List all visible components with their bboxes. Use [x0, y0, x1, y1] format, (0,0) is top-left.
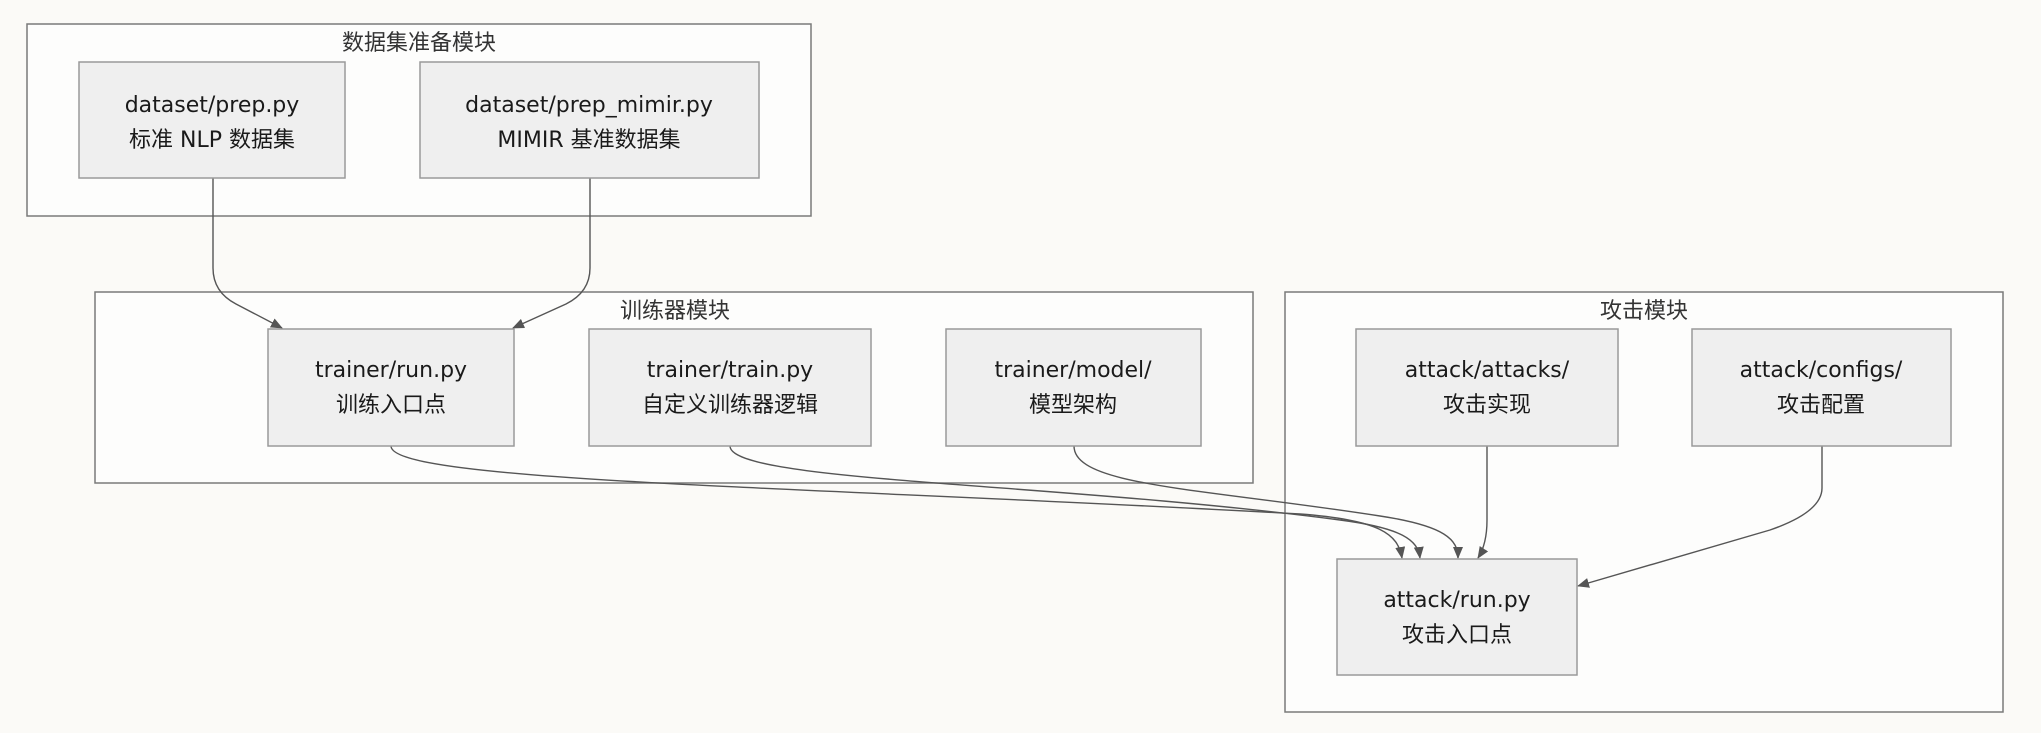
- node-dataset-prep-mimir[interactable]: dataset/prep_mimir.py MIMIR 基准数据集: [419, 61, 760, 179]
- node-trainer-model-path: trainer/model/: [994, 358, 1152, 383]
- node-attack-attacks-desc: 攻击实现: [1443, 393, 1531, 418]
- edge-prep-mimir-to-trainer-run: [512, 178, 591, 329]
- node-trainer-run[interactable]: trainer/run.py 训练入口点: [267, 328, 515, 447]
- node-attack-attacks[interactable]: attack/attacks/ 攻击实现: [1355, 328, 1619, 447]
- node-trainer-train[interactable]: trainer/train.py 自定义训练器逻辑: [588, 328, 872, 447]
- node-dataset-prep-mimir-desc: MIMIR 基准数据集: [497, 128, 680, 153]
- node-trainer-run-desc: 训练入口点: [336, 393, 446, 418]
- edge-prep-to-trainer-run: [212, 178, 283, 329]
- group-title-trainer: 训练器模块: [620, 299, 730, 324]
- node-dataset-prep[interactable]: dataset/prep.py 标准 NLP 数据集: [78, 61, 346, 179]
- node-dataset-prep-path: dataset/prep.py: [125, 93, 300, 118]
- edge-attack-configs-to-attack-run: [1577, 446, 1823, 588]
- group-title-attack: 攻击模块: [1600, 299, 1688, 324]
- edge-attack-attacks-to-attack-run: [1477, 446, 1489, 559]
- node-dataset-prep-mimir-path: dataset/prep_mimir.py: [465, 93, 713, 118]
- node-dataset-prep-desc: 标准 NLP 数据集: [129, 128, 295, 153]
- edge-trainer-run-to-attack-run: [390, 445, 1406, 559]
- edges: [212, 178, 1823, 588]
- node-trainer-train-desc: 自定义训练器逻辑: [642, 393, 818, 418]
- node-attack-run-desc: 攻击入口点: [1402, 623, 1512, 648]
- node-attack-configs-desc: 攻击配置: [1777, 393, 1865, 418]
- edge-trainer-train-to-attack-run: [729, 445, 1424, 559]
- node-trainer-train-path: trainer/train.py: [647, 358, 813, 383]
- edge-trainer-model-to-attack-run: [1073, 445, 1463, 559]
- node-attack-configs[interactable]: attack/configs/ 攻击配置: [1691, 328, 1952, 447]
- node-attack-run-path: attack/run.py: [1383, 588, 1530, 613]
- node-trainer-model-desc: 模型架构: [1029, 393, 1117, 418]
- group-title-dataset: 数据集准备模块: [342, 31, 496, 56]
- node-trainer-model[interactable]: trainer/model/ 模型架构: [945, 328, 1202, 447]
- node-attack-configs-path: attack/configs/: [1740, 358, 1903, 383]
- node-attack-run[interactable]: attack/run.py 攻击入口点: [1336, 558, 1578, 676]
- node-attack-attacks-path: attack/attacks/: [1405, 358, 1570, 383]
- node-trainer-run-path: trainer/run.py: [315, 358, 467, 383]
